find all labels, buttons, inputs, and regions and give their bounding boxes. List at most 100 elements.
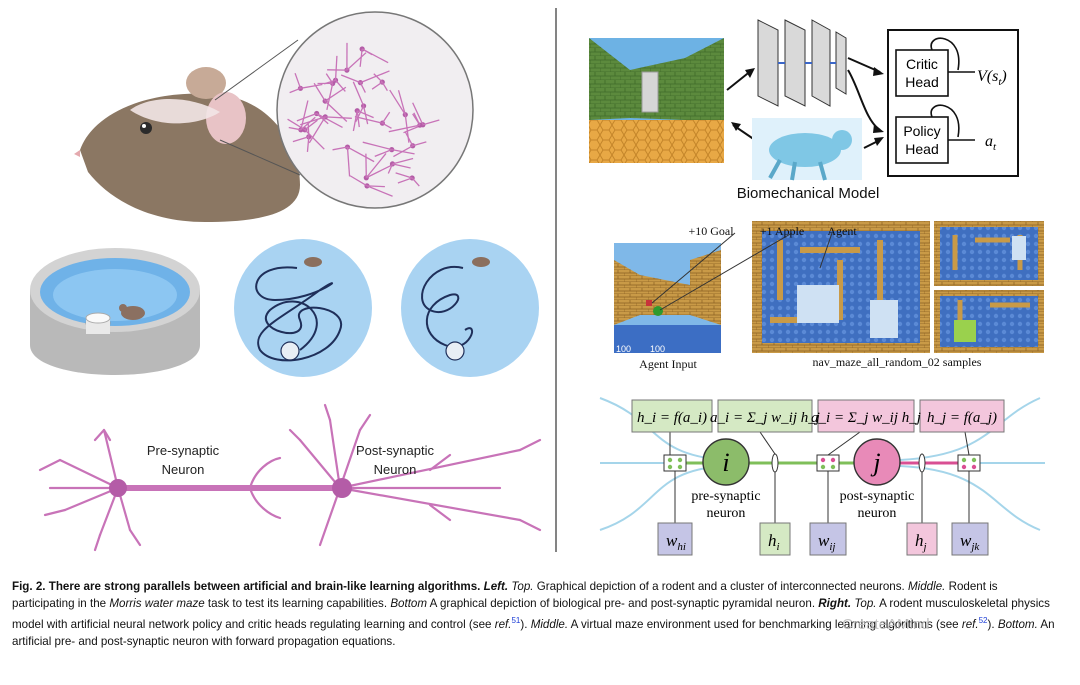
apple-label: +1 Apple [760,224,804,238]
action-label: at [985,133,997,153]
fig-label: Fig. 2. [12,580,46,593]
cluster-dendrite [404,114,410,143]
eq-box-2 [717,399,813,433]
hud-right: 100 [650,344,665,354]
maze-sample-bottom-right [934,290,1044,353]
cluster-dendrite [308,116,326,144]
cluster-dendrite [422,119,440,126]
left-heading: Left. [483,580,509,593]
maze-trajectory-2 [401,239,539,377]
cluster-dendrite [347,146,375,163]
w-jk-label: wjk [960,531,980,553]
hud-left: 100 [616,344,631,354]
critic-head-box [895,49,949,97]
right-top-text: A rodent musculoskeletal physics model w… [12,597,1050,631]
pre-synaptic-label-2: neuron [707,506,746,521]
ref-1[interactable]: 51 [511,616,521,625]
cluster-dendrite [324,86,347,102]
cluster-dendrite [362,105,369,125]
cluster-dendrite [374,149,392,158]
rodent-illustration [74,67,300,222]
critic-head-label-2: Head [905,74,938,90]
ref-text-1: ref. [494,617,512,631]
cluster-dendrite [300,116,326,126]
h-j-box [906,522,938,556]
cluster-dendrite [304,129,325,150]
cluster-dendrite [316,112,343,128]
cluster-dendrite [389,89,406,116]
h-i-label: hi [768,531,780,553]
post-synaptic-label-2: neuron [858,506,897,521]
eq-2: a_i = Σ_j w_ij h_j [710,410,820,426]
cluster-dendrite [356,110,374,119]
cluster-dendrite [355,105,365,123]
pre-neuron-label-1: Pre-synaptic [147,443,220,458]
left-top-text: Graphical depiction of a rodent and a cl… [536,580,905,593]
close-paren-1: ). [520,617,528,631]
cluster-dendrite [332,146,348,151]
left-middle-italic: Morris water maze [109,597,205,610]
caption-title: There are strong parallels between artif… [48,580,481,593]
post-neuron-label-2: Neuron [374,462,417,477]
left-middle-pre: Rodent is participating in the [12,580,998,610]
eq-3: a_i = Σ_j w_ij h_j [811,410,921,426]
cluster-dendrite [352,110,358,132]
w-jk-box [951,522,989,556]
h-j-label: hj [915,531,927,553]
w-hi-box [657,522,693,556]
biomech-label: Biomechanical Model [737,185,880,202]
cluster-dendrite [388,124,421,133]
bottom-heading: Bottom [390,597,428,610]
artificial-neuron-diagram [599,397,1045,531]
cluster-dendrite [387,163,394,174]
cluster-dendrite [294,72,302,89]
cluster-dendrite [304,119,318,131]
cluster-dendrite [300,83,323,89]
network-layers [757,19,847,107]
cluster-dendrite [412,102,424,126]
neuron-cluster-circle [276,11,474,209]
cluster-dendrite [340,74,361,84]
cluster-dendrite [397,177,413,184]
cluster-dendrite [366,164,393,179]
eq-box-3 [817,399,915,433]
cluster-dendrite [335,79,346,92]
cluster-dendrite [362,141,392,151]
node-i: i [722,448,729,477]
eq-1: h_i = f(a_i) [637,410,707,426]
pyramidal-neurons [38,403,542,552]
cluster-dendrite [360,70,390,84]
right-heading: Right. [818,597,852,610]
ref-2[interactable]: 52 [978,616,988,625]
cluster-dendrite [361,48,373,56]
value-function-label: V(st) [977,68,1007,88]
watermark: CreateAMind [842,616,930,633]
h-i-box [759,522,791,556]
water-maze-pool [30,248,200,375]
maze-trajectory-1 [234,239,372,377]
cluster-dendrite [392,157,414,165]
middle-heading: Middle. [907,580,946,593]
policy-head-box [895,116,949,164]
eq-box-1 [631,399,713,433]
cluster-dendrite [366,185,385,188]
cluster-dendrite [397,90,406,115]
left-middle-post: task to test its learning capabilities. [207,597,388,610]
cluster-dendrite [288,126,302,131]
w-ij-label: wij [818,531,835,553]
cluster-dendrite [354,115,383,124]
cluster-dendrite [300,100,309,130]
cluster-dendrite [346,52,367,71]
eq-4: h_j = f(a_j) [927,410,997,426]
w-ij-box [809,522,847,556]
cluster-dendrite [395,172,413,179]
samples-label: nav_maze_all_random_02 samples [813,355,982,369]
cluster-dendrite [326,83,334,111]
cluster-dendrite [392,163,411,169]
critic-head-label-1: Critic [906,56,938,72]
top-heading: Top. [511,580,534,593]
right-bottom-text: An artificial pre- and post-synaptic neu… [12,617,1055,648]
bottom-heading-2: Bottom. [997,617,1038,631]
cluster-dendrite [359,82,366,93]
cluster-dendrite [366,185,393,197]
